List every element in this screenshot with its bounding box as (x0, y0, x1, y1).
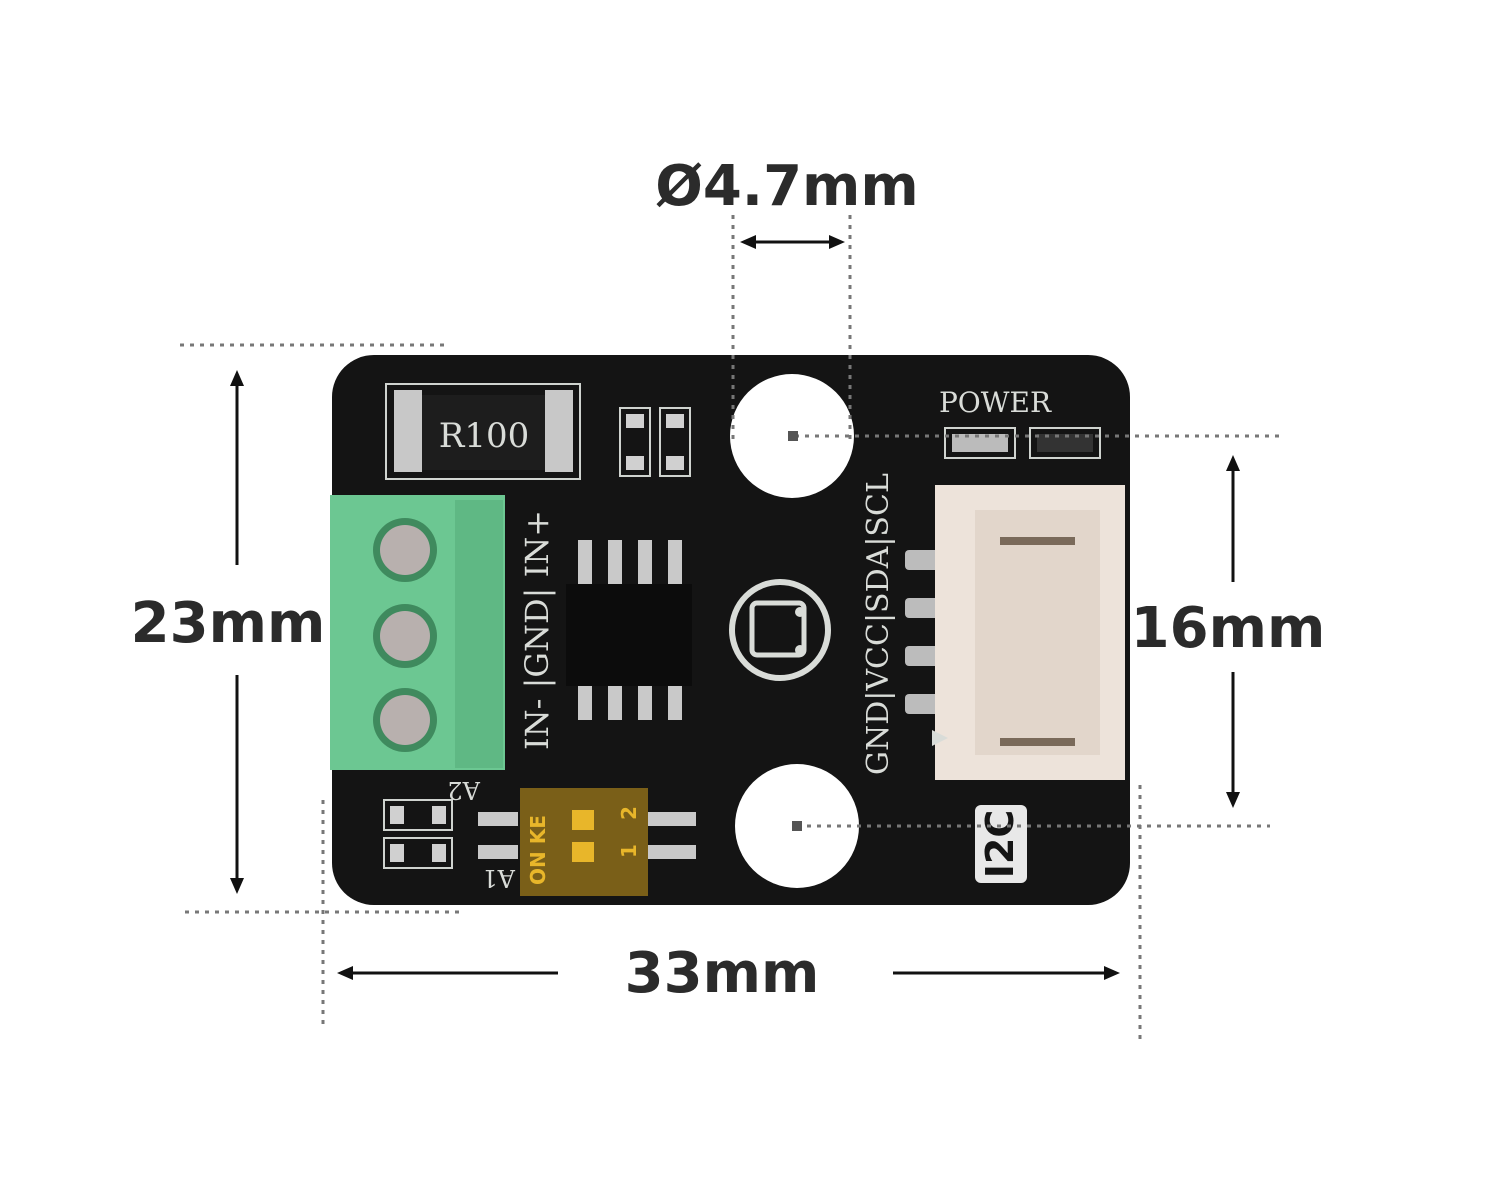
power-label: POWER (939, 386, 1052, 419)
smd-capacitors (383, 407, 691, 869)
switch-label-a2: A2 (447, 776, 481, 804)
svg-text:I2C: I2C (978, 810, 1022, 878)
brand-logo (729, 579, 831, 681)
board-height-dimension (180, 343, 460, 914)
screw-terminal-block (330, 495, 505, 770)
power-led (944, 427, 1101, 459)
connector-pin-label: GND|VCC|SDA|SCL (861, 473, 896, 775)
hole-diameter-label: Ø4.7mm (655, 154, 919, 219)
svg-text:2: 2 (617, 806, 641, 820)
board-width-label: 33mm (625, 941, 820, 1006)
shunt-resistor: R100 (385, 383, 581, 480)
svg-text:1: 1 (617, 844, 641, 858)
i2c-badge: I2C (975, 805, 1027, 883)
hole-spacing-dimension (788, 431, 1280, 831)
i2c-connector (905, 485, 1125, 780)
terminal-pin-label: IN- |GND| IN+ (518, 510, 556, 750)
board-height-label: 23mm (131, 591, 326, 656)
ic-chip (566, 540, 692, 720)
resistor-label: R100 (439, 416, 530, 456)
hole-spacing-label: 16mm (1131, 596, 1326, 661)
dip-switch: ON KE 2 1 (478, 788, 696, 896)
hole-diameter-dimension (731, 215, 852, 440)
board-width-dimension (321, 785, 1142, 1040)
svg-text:ON KE: ON KE (526, 815, 550, 885)
switch-label-a1: A1 (482, 864, 516, 892)
